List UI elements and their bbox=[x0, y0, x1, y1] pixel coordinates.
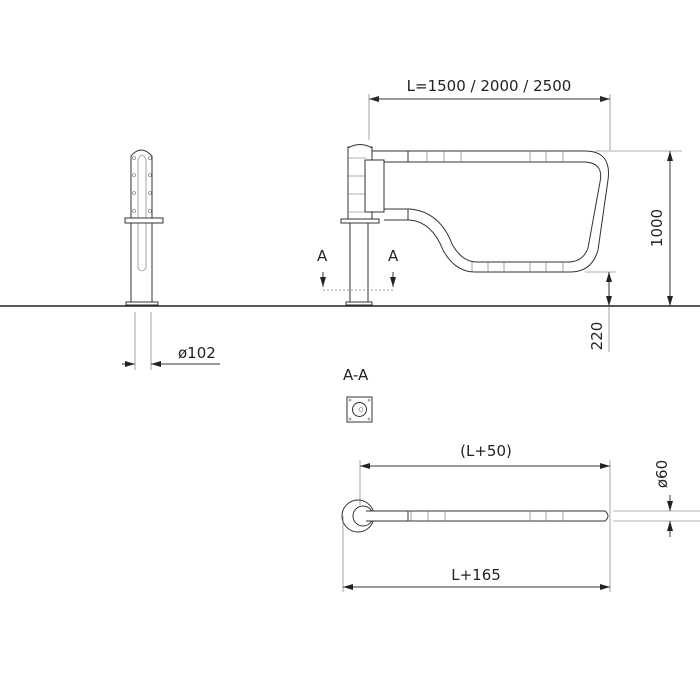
clearance-label: 220 bbox=[588, 322, 606, 351]
section-a-a: A-A bbox=[343, 366, 373, 423]
section-markers: A A bbox=[317, 247, 399, 291]
length-label: L=1500 / 2000 / 2500 bbox=[407, 77, 572, 95]
post-diameter-dimension: ø102 bbox=[122, 312, 220, 370]
plan-total-length-label: L+165 bbox=[451, 566, 501, 584]
section-marker-right: A bbox=[388, 247, 399, 265]
rail-diameter-label: ø60 bbox=[653, 460, 671, 488]
section-label: A-A bbox=[343, 366, 369, 384]
length-dimension: L=1500 / 2000 / 2500 bbox=[368, 77, 611, 150]
clearance-dimension: 220 bbox=[585, 271, 616, 352]
side-view-post bbox=[124, 149, 164, 306]
barrier-front-view bbox=[340, 144, 610, 306]
height-dimension: 1000 bbox=[595, 150, 682, 306]
post-diameter-label: ø102 bbox=[178, 344, 216, 362]
height-label: 1000 bbox=[648, 209, 666, 247]
plan-inner-length-label: (L+50) bbox=[460, 442, 512, 460]
section-marker-left: A bbox=[317, 247, 328, 265]
plan-view: (L+50) L+165 ø60 bbox=[341, 442, 700, 592]
